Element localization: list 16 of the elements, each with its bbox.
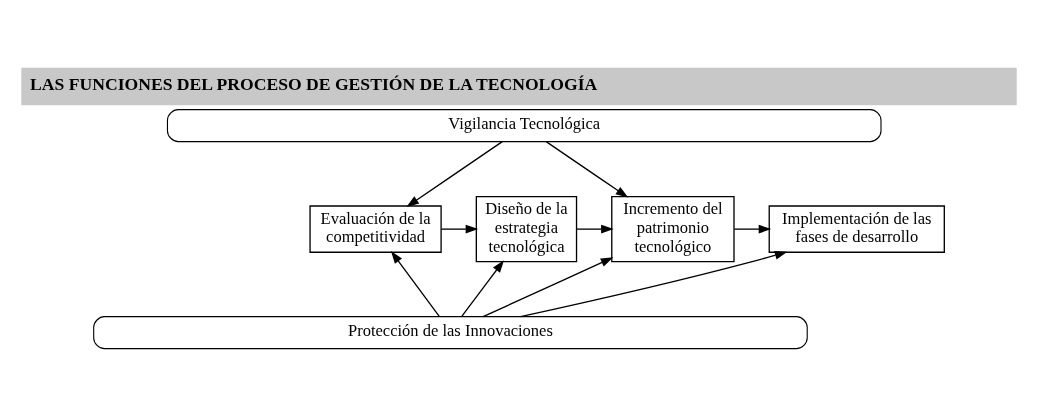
node-box: Diseño de la estrategia tecnológica	[475, 195, 578, 262]
arrow	[482, 256, 614, 317]
node-box: Incremento del patrimonio tecnológico	[611, 195, 735, 262]
node-box: Protección de las Innovaciones	[93, 315, 808, 349]
arrow	[440, 224, 479, 234]
arrow	[406, 140, 503, 207]
arrow	[519, 250, 788, 317]
arrow	[461, 259, 504, 317]
diagram-title: LAS FUNCIONES DEL PROCESO DE GESTIÓN DE LA TECNOLOGÍA	[30, 73, 598, 94]
arrow	[391, 250, 441, 317]
arrow	[733, 224, 772, 234]
node-box: Implementación de las fases de desarrollo	[768, 204, 945, 253]
arrow	[545, 140, 629, 198]
node-box: Evaluación de la competitividad	[309, 204, 442, 253]
node-box: Vigilancia Tecnológica	[166, 108, 882, 142]
arrow	[576, 224, 614, 234]
